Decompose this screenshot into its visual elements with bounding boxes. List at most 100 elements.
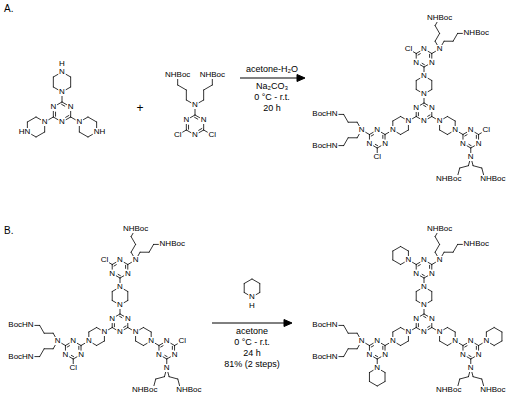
bond (167, 357, 171, 359)
bond (428, 78, 432, 80)
bond (459, 343, 463, 345)
bond (385, 135, 386, 140)
bond (204, 85, 213, 90)
amine-label: N (55, 337, 61, 345)
bond (165, 355, 167, 356)
ring-atom-label: N (421, 90, 427, 98)
bond (424, 65, 428, 67)
bond (163, 357, 167, 359)
reaction-condition: 0 °C - r.t. (254, 93, 290, 102)
bond (418, 324, 419, 327)
ring-atom-label: N (421, 117, 427, 125)
bond (471, 357, 475, 359)
reaction-arrow (240, 78, 299, 79)
boc-amine-label: BocHN (312, 353, 337, 361)
bond (431, 112, 432, 117)
bond (382, 135, 383, 138)
ring-atom-label: N (460, 140, 466, 148)
bond (374, 357, 378, 359)
bond (435, 237, 440, 245)
bond (88, 117, 97, 122)
bond (195, 115, 200, 118)
bond (455, 121, 456, 126)
ring-atom-label: N (117, 256, 123, 264)
ring-atom-label: N (390, 126, 396, 134)
ring-atom-label: N (133, 328, 139, 336)
bond (199, 130, 204, 133)
bond (375, 144, 377, 145)
bond (27, 122, 28, 128)
ring-atom-label: N (483, 337, 489, 345)
bond (416, 301, 420, 303)
bond (156, 377, 165, 379)
bond (88, 134, 92, 137)
bond (444, 117, 448, 119)
bond (120, 314, 124, 316)
bond (377, 382, 385, 387)
ring-atom-label: N (192, 131, 198, 139)
bond (357, 345, 359, 348)
reaction-condition: acetone (236, 327, 268, 336)
bond (420, 276, 424, 278)
bond (177, 79, 178, 85)
bond (420, 103, 424, 105)
bond (131, 237, 136, 245)
bond (397, 343, 401, 345)
bond (431, 323, 432, 328)
bond (428, 51, 432, 53)
bond (27, 117, 36, 122)
bond (375, 355, 377, 356)
boc-amine-label: NHBoc (200, 71, 225, 79)
bond (382, 346, 383, 349)
bond (424, 276, 428, 278)
bond (244, 279, 252, 284)
bond (392, 121, 393, 126)
bond (393, 117, 401, 122)
boc-amine-label: BocHN (312, 142, 337, 150)
bond (124, 328, 128, 330)
bond (424, 105, 426, 106)
reaction-condition: 20 h (263, 104, 281, 113)
bond (447, 328, 455, 333)
bond (53, 117, 58, 120)
amine-label: N (437, 45, 443, 53)
ring-atom-label: N (117, 301, 123, 309)
bond (171, 343, 175, 345)
bond (424, 316, 426, 317)
ring-atom-label: N (374, 337, 380, 345)
ring-atom-label: N (367, 140, 373, 148)
bond (169, 377, 178, 379)
bond (424, 278, 425, 283)
bond (416, 90, 420, 92)
bond (178, 85, 187, 90)
chloro-label: Cl (179, 337, 187, 345)
bond (408, 336, 409, 341)
ring-atom-label: N (59, 118, 65, 126)
bond (35, 325, 40, 326)
bond (432, 262, 436, 264)
bond (469, 144, 471, 145)
chloro-label: Cl (174, 131, 182, 139)
bond (57, 102, 62, 105)
bond (348, 122, 357, 123)
boc-amine-label: NHBoc (436, 386, 461, 394)
bond (429, 265, 430, 268)
boc-amine-label: NHBoc (480, 175, 505, 183)
bond (473, 377, 482, 379)
amine-label: N (192, 101, 198, 109)
ring-atom-label: N (249, 293, 255, 301)
ring-atom-label: N (452, 337, 458, 345)
bond (469, 355, 471, 356)
bond (186, 100, 191, 103)
bond (67, 346, 69, 347)
bond (392, 332, 393, 337)
bond (475, 132, 479, 134)
bond (339, 356, 344, 357)
bond (77, 343, 81, 345)
bond (369, 382, 377, 387)
ring-atom-label: N (172, 351, 178, 359)
bond (416, 289, 420, 291)
bond (112, 292, 113, 301)
scheme-label: B. (4, 226, 13, 236)
bond (468, 372, 469, 376)
